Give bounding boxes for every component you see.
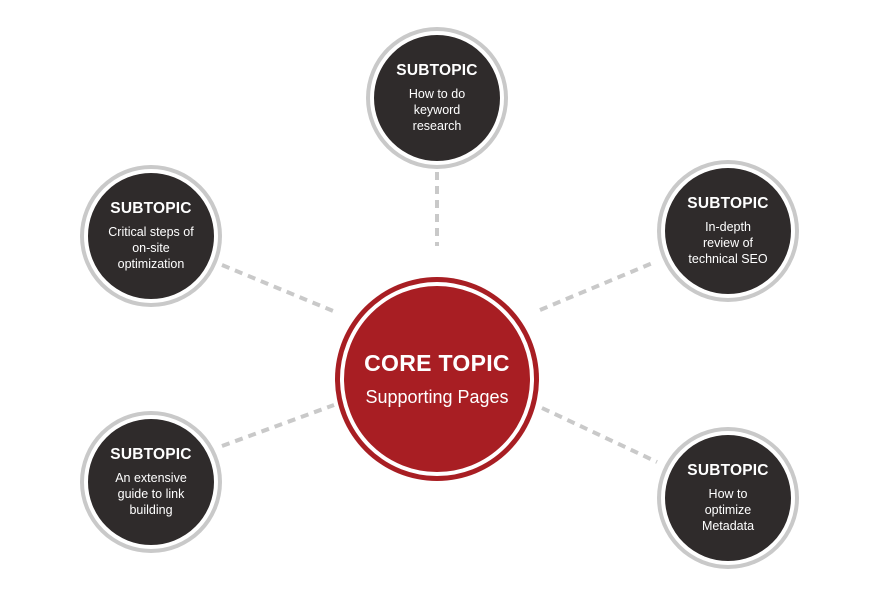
subtopic-title: SUBTOPIC: [396, 62, 478, 79]
subtopic-title: SUBTOPIC: [687, 462, 769, 479]
subtopic-title: SUBTOPIC: [110, 446, 192, 463]
core-topic-title: CORE TOPIC: [364, 350, 510, 376]
subtopic-description: How to do keyword research: [408, 87, 466, 133]
subtopic-title: SUBTOPIC: [110, 200, 192, 217]
subtopic-node-metadata: SUBTOPIC How to optimize Metadata: [661, 431, 795, 565]
subtopic-node-keyword-research: SUBTOPIC How to do keyword research: [370, 31, 504, 165]
core-topic-subtitle: Supporting Pages: [365, 387, 509, 407]
core-topic-node: CORE TOPIC Supporting Pages: [340, 282, 534, 476]
subtopic-description: How to optimize Metadata: [701, 487, 755, 533]
connector-top-right: [539, 260, 656, 312]
connector-bottom-left: [221, 403, 335, 448]
connector-bottom-right: [541, 406, 658, 464]
subtopic-description: In-depth review of technical SEO: [688, 220, 768, 266]
subtopic-node-link-building: SUBTOPIC An extensive guide to link buil…: [84, 415, 218, 549]
connector-top-left: [221, 263, 339, 315]
subtopic-description: Critical steps of on-site optimization: [108, 225, 194, 271]
subtopic-node-on-site-optimization: SUBTOPIC Critical steps of on-site optim…: [84, 169, 218, 303]
subtopic-title: SUBTOPIC: [687, 195, 769, 212]
subtopic-node-technical-seo: SUBTOPIC In-depth review of technical SE…: [661, 164, 795, 298]
subtopic-description: An extensive guide to link building: [115, 471, 187, 517]
